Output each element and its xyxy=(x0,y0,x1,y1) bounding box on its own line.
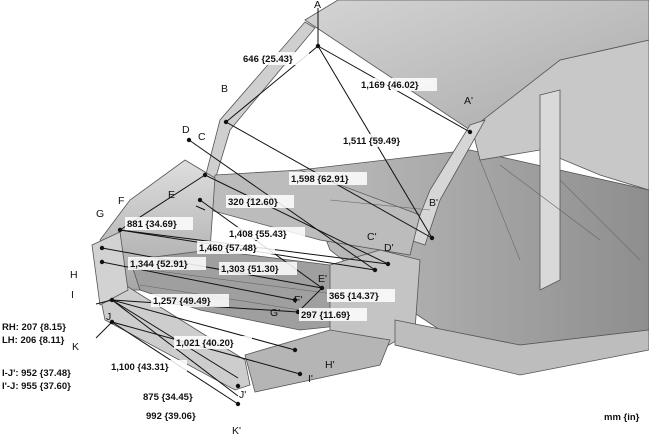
point-h-prime-dot xyxy=(292,347,298,353)
point-d-dot xyxy=(186,137,192,143)
a-pillar-right xyxy=(409,119,486,246)
label-a-prime: A' xyxy=(464,95,473,107)
dim-1344: 1,344 {52.91} xyxy=(130,259,188,270)
note-rh: RH: 207 {8.15} xyxy=(2,322,66,333)
label-b-prime: B' xyxy=(429,197,438,209)
line-i-h-prime xyxy=(111,299,296,351)
dim-1460: 1,460 {57.48} xyxy=(199,243,257,254)
label-a: A xyxy=(314,0,321,11)
dim-646: 646 {25.43} xyxy=(243,54,293,65)
dim-320: 320 {12.60} xyxy=(228,197,278,208)
label-k: K xyxy=(72,341,79,353)
label-h: H xyxy=(70,269,78,281)
label-f: F xyxy=(118,195,124,207)
label-d-prime: D' xyxy=(384,242,394,254)
dim-875: 875 {34.45} xyxy=(143,392,193,403)
point-b-dot xyxy=(223,119,229,125)
point-a-dot xyxy=(315,43,321,49)
dim-1100: 1,100 {43.31} xyxy=(111,362,169,373)
dim-1303: 1,303 {51.30} xyxy=(221,264,279,275)
note-i-j-prime: I-J': 952 {37.48} xyxy=(2,368,71,379)
dimension-labels: 646 {25.43} 1,169 {46.02} 1,511 {59.49} … xyxy=(109,52,437,422)
label-j: J xyxy=(106,311,111,323)
body-shell xyxy=(91,0,649,393)
point-b-prime-dot xyxy=(429,235,435,241)
point-a-prime-dot xyxy=(467,129,473,135)
left-front-tower xyxy=(91,231,129,306)
label-i-prime: I' xyxy=(308,373,313,385)
lower-rail xyxy=(244,329,391,393)
interior-detail-lines xyxy=(139,159,641,311)
label-b: B xyxy=(221,83,228,95)
line-g-e-prime xyxy=(101,247,323,289)
point-i-prime-dot xyxy=(297,371,303,377)
dim-992: 992 {39.06} xyxy=(146,411,196,422)
a-pillar-left xyxy=(204,21,316,181)
label-g: G xyxy=(96,208,104,220)
label-e: E xyxy=(168,189,175,201)
label-k-prime: K' xyxy=(232,425,241,437)
note-lh: LH: 206 {8.11} xyxy=(2,335,65,346)
label-h-prime: H' xyxy=(325,359,335,371)
point-c-prime-dot xyxy=(372,267,378,273)
point-h-dot xyxy=(99,259,105,265)
dim-1021: 1,021 {40.20} xyxy=(176,338,234,349)
point-i-dot xyxy=(109,297,115,303)
point-k-prime-dot xyxy=(235,401,241,407)
point-c-dot xyxy=(202,172,208,178)
dim-1408: 1,408 {55.43} xyxy=(229,229,287,240)
label-c-prime: C' xyxy=(367,231,377,243)
side-notes: RH: 207 {8.15} LH: 206 {8.11} I-J': 952 … xyxy=(2,322,71,392)
point-g-dot xyxy=(99,245,105,251)
dim-1257: 1,257 {49.49} xyxy=(153,296,211,307)
side-sill xyxy=(394,319,649,376)
point-f-dot xyxy=(117,227,123,233)
note-i-prime-j: I'-J: 955 {37.60} xyxy=(2,381,71,392)
leader-k xyxy=(95,321,113,339)
label-f-prime: F' xyxy=(294,294,302,306)
point-labels: A A' B B' C C' D D' E E' F F' G G' H H' … xyxy=(70,0,473,437)
label-d: D xyxy=(182,124,190,136)
point-j-prime-dot xyxy=(235,383,241,389)
label-c: C xyxy=(198,131,206,143)
label-i: I xyxy=(71,289,74,301)
dim-881: 881 {34.69} xyxy=(127,219,177,230)
point-e-dot xyxy=(197,197,203,203)
point-f-prime-dot xyxy=(292,297,298,303)
label-j-prime: J' xyxy=(239,389,246,401)
line-c-d-prime xyxy=(204,174,389,265)
leader-320 xyxy=(195,205,206,211)
leader-i xyxy=(95,299,113,305)
label-g-prime: G' xyxy=(270,307,280,319)
point-j-dot xyxy=(109,319,115,325)
dim-1598: 1,598 {62.91} xyxy=(291,174,349,185)
b-pillar xyxy=(539,89,561,291)
label-e-prime: E' xyxy=(318,273,327,285)
point-d-prime-dot xyxy=(385,261,391,267)
point-e-prime-dot xyxy=(319,285,325,291)
unit-label: mm {in} xyxy=(604,412,640,423)
dim-297: 297 {11.69} xyxy=(301,310,350,321)
dim-1169: 1,169 {46.02} xyxy=(361,80,419,91)
dim-1511: 1,511 {59.49} xyxy=(343,136,400,147)
dim-365: 365 {14.37} xyxy=(329,291,379,302)
